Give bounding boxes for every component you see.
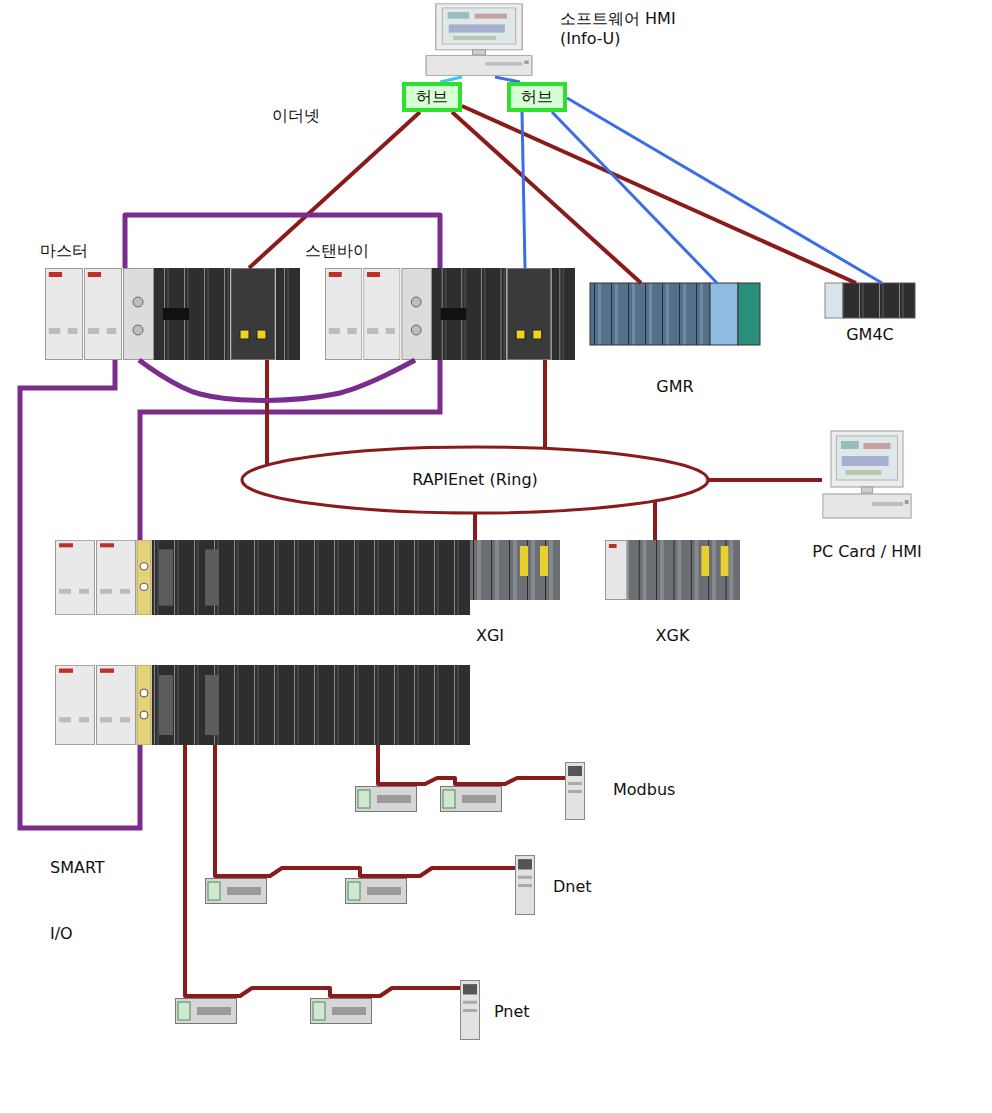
network-cable	[139, 360, 415, 400]
hmi-pc-icon	[426, 4, 532, 76]
device-label: PC Card / HMI	[812, 542, 921, 562]
hmi-pc: 소프트웨어 HMI (Info-U)	[425, 3, 533, 77]
ethernet-hub: 허브	[507, 82, 567, 112]
modbus-wire	[378, 745, 575, 784]
xgk-rack	[605, 540, 740, 600]
network-cable	[452, 112, 641, 283]
device-label: Dnet	[553, 877, 592, 897]
network-cable	[473, 513, 477, 540]
xgi-plc: XGI	[420, 540, 560, 600]
expansion-rack	[56, 665, 471, 745]
redundancy-cables	[20, 360, 440, 828]
device-label: Modbus	[613, 780, 675, 800]
device-label: GM4C	[846, 325, 894, 345]
fieldbus-devices	[461, 763, 585, 1040]
smart-io-blocks	[176, 787, 502, 1024]
gm4c-rack	[825, 283, 915, 318]
network-cable	[125, 215, 440, 268]
gm4c-plc: GM4C	[825, 283, 915, 318]
network-cable	[543, 360, 547, 449]
device-label: 마스터	[40, 241, 88, 261]
ethernet-hub: 허브	[402, 82, 462, 112]
io-label: SMART	[50, 858, 105, 878]
io-label: I/O	[50, 924, 73, 944]
fieldbus-wires	[185, 745, 575, 996]
xgk-plc: XGK	[605, 540, 740, 600]
pnet-wire	[185, 745, 470, 996]
device-label: XGI	[476, 626, 504, 646]
network-cable	[653, 501, 657, 540]
device-label: Pnet	[494, 1002, 530, 1022]
dnet-device: Dnet	[515, 855, 535, 915]
master-to-expansion-cable	[20, 360, 140, 828]
network-cable	[522, 112, 525, 268]
network-cable	[249, 112, 420, 268]
master-plc: 마스터	[45, 268, 300, 360]
pnet-device: Pnet	[460, 980, 480, 1040]
node-text: RAPIEnet (Ring)	[412, 470, 538, 490]
expansion-rack	[56, 540, 471, 615]
network-cable	[567, 98, 882, 283]
standby-plc: 스탠바이	[325, 268, 575, 360]
device-label: 소프트웨어 HMI (Info-U)	[560, 9, 695, 49]
device-label: XGK	[656, 626, 690, 646]
master-plc-rack	[45, 268, 300, 360]
gmr-rack	[590, 283, 760, 345]
device-label: 스탠바이	[305, 241, 369, 261]
ring-network: RAPIEnet (Ring)	[240, 445, 710, 515]
node-text: 허브	[416, 87, 448, 107]
dnet-wire	[215, 745, 525, 876]
node-text: 허브	[521, 87, 553, 107]
modbus-device: Modbus	[565, 762, 585, 820]
network-cable	[265, 360, 269, 465]
network-cable	[708, 478, 822, 482]
pc-card-hmi: PC Card / HMI	[822, 430, 912, 520]
network-label: 이더넷	[272, 106, 320, 126]
pc-card-icon	[823, 431, 911, 518]
gmr-plc: GMR	[590, 283, 760, 345]
standby-plc-rack	[325, 268, 575, 360]
device-label: GMR	[656, 377, 693, 397]
ring-ellipse	[242, 447, 708, 513]
network-cable	[462, 106, 856, 283]
